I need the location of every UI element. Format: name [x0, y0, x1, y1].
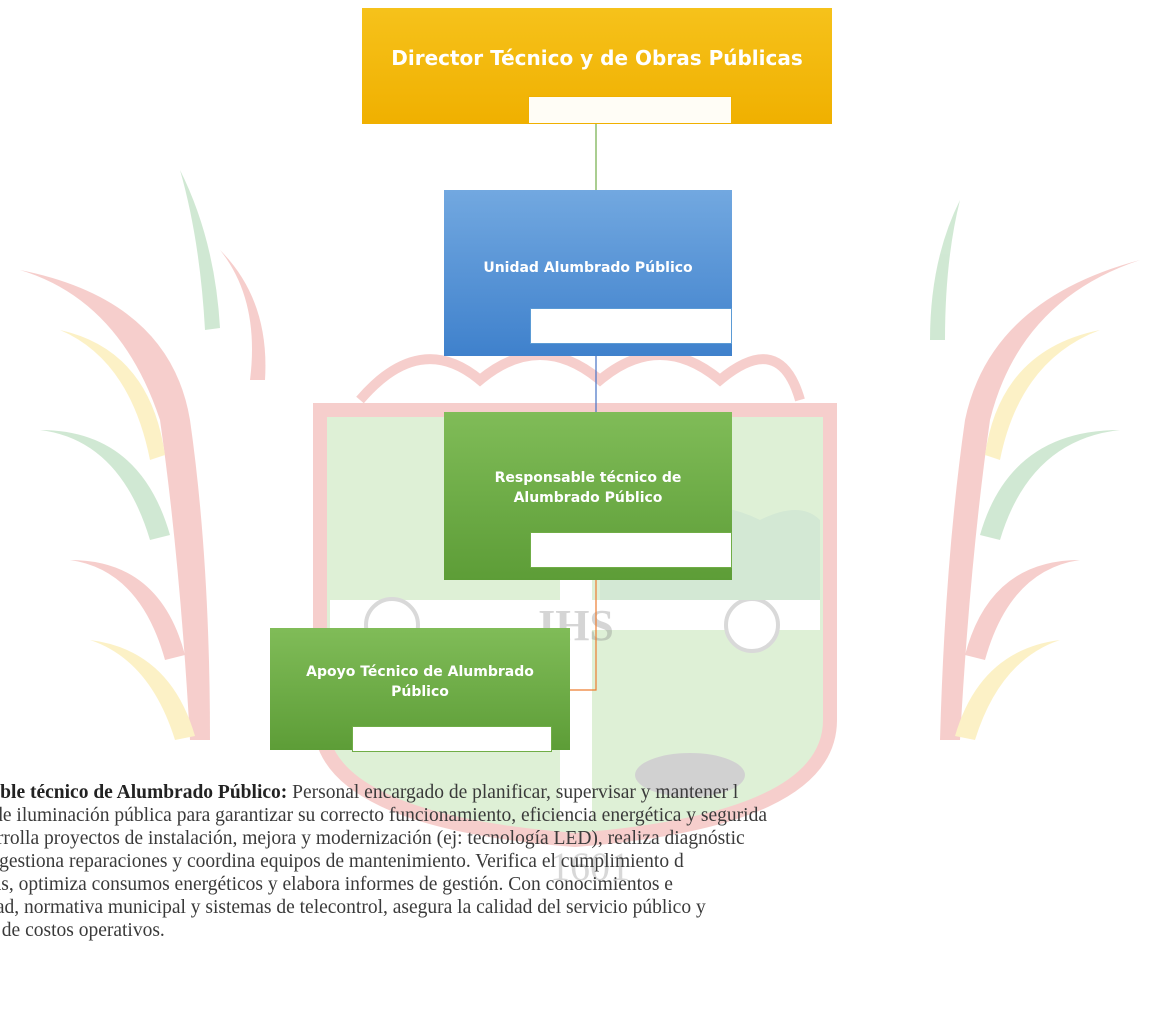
node-responsable-tecnico: Responsable técnico de Alumbrado Público	[444, 412, 732, 580]
description-line: esarrolla proyectos de instalación, mejo…	[0, 828, 745, 849]
node-unidad-alumbrado: Unidad Alumbrado Público	[444, 190, 732, 356]
node-responsable-title: Responsable técnico de Alumbrado Público	[494, 470, 682, 506]
description-line: os, gestiona reparaciones y coordina equ…	[0, 851, 684, 872]
node-apoyo-title: Apoyo Técnico de Alumbrado Público	[306, 664, 534, 700]
description-line: as de iluminación pública para garantiza…	[0, 805, 767, 826]
description-line-1: nsable técnico de Alumbrado Público: Per…	[0, 781, 1151, 804]
watermark-year: 1601	[550, 844, 630, 889]
description-first-line: Personal encargado de planificar, superv…	[287, 782, 739, 803]
connector-responsable-apoyo	[570, 580, 597, 691]
node-director-subtitle-box	[528, 96, 732, 124]
role-description: nsable técnico de Alumbrado Público: Per…	[0, 781, 1151, 942]
node-apoyo-tecnico: Apoyo Técnico de Alumbrado Público	[270, 628, 570, 752]
description-line: ión de costos operativos.	[0, 920, 165, 941]
node-unidad-title: Unidad Alumbrado Público	[483, 260, 693, 276]
node-director: Director Técnico y de Obras Públicas	[362, 8, 832, 124]
node-responsable-subtitle-box	[530, 532, 732, 568]
node-apoyo-subtitle-box	[352, 726, 552, 752]
node-unidad-subtitle-box	[530, 308, 732, 344]
description-line: tivas, optimiza consumos energéticos y e…	[0, 874, 673, 895]
description-bold-label: nsable técnico de Alumbrado Público:	[0, 782, 288, 803]
description-line: cidad, normativa municipal y sistemas de…	[0, 897, 706, 918]
node-director-title: Director Técnico y de Obras Públicas	[391, 46, 803, 70]
